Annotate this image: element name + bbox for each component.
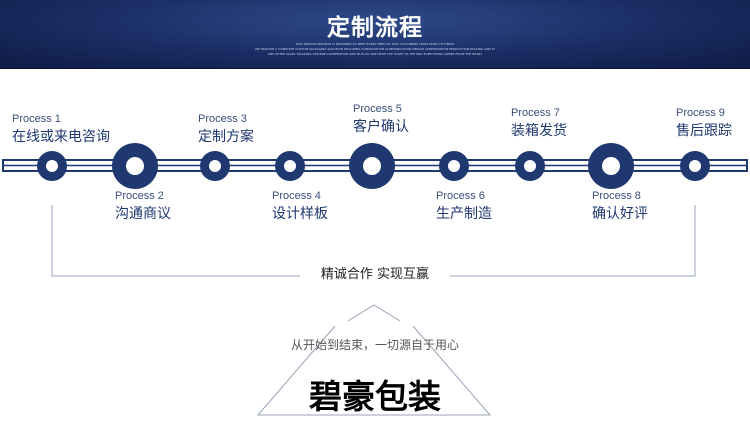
step-5-zh-label: 客户确认: [353, 119, 409, 135]
page-title: 定制流程: [327, 15, 423, 41]
step-8-en-label: Process 8: [592, 190, 641, 202]
step-node-5: [349, 143, 395, 189]
header-subtitle-line-2: WE PROVIDE A COMPLETE CUSTOM PACKAGING S…: [255, 47, 495, 51]
step-5-en-label: Process 5: [353, 103, 402, 115]
step-6-en-label: Process 6: [436, 190, 485, 202]
step-node-8: [588, 143, 634, 189]
tagline: 从开始到结束，一切源自于用心: [290, 338, 459, 352]
step-2-zh-label: 沟通商议: [115, 206, 171, 222]
step-1-en-label: Process 1: [12, 113, 61, 125]
step-node-7: [515, 151, 545, 181]
step-3-en-label: Process 3: [198, 113, 247, 125]
header-subtitle-line-1: OUR SERVICE PROCESS IS DESIGNED TO MEET …: [295, 42, 455, 46]
step-node-9: [680, 151, 710, 181]
brand-logo-text: 碧豪包装: [309, 377, 441, 416]
step-3-zh-label: 定制方案: [198, 129, 254, 145]
step-1-zh-label: 在线或来电咨询: [12, 129, 110, 145]
step-9-en-label: Process 9: [676, 107, 725, 119]
step-node-4: [275, 151, 305, 181]
brand-triangle-sides: [256, 325, 492, 416]
slogan-bracket-left: [51, 205, 300, 277]
step-7-zh-label: 装箱发货: [511, 123, 567, 139]
step-8-zh-label: 确认好评: [592, 206, 648, 222]
step-node-6: [439, 151, 469, 181]
step-6-zh-label: 生产制造: [436, 206, 492, 222]
step-4-zh-label: 设计样板: [272, 206, 328, 222]
page-header: 定制流程 OUR SERVICE PROCESS IS DESIGNED TO …: [0, 0, 750, 69]
step-node-1: [37, 151, 67, 181]
step-node-2: [112, 143, 158, 189]
step-7-en-label: Process 7: [511, 107, 560, 119]
header-subtitle-line-3: AND AFTER SALES TRACKING SINCERE COOPERA…: [267, 52, 483, 56]
step-2-en-label: Process 2: [115, 190, 164, 202]
slogan-text: 精诚合作 实现互赢: [312, 267, 438, 282]
slogan: 精诚合作 实现互赢: [0, 263, 750, 282]
step-9-zh-label: 售后跟踪: [676, 123, 732, 139]
slogan-bracket-right: [450, 205, 696, 277]
step-4-en-label: Process 4: [272, 190, 321, 202]
brand-triangle-apex: [347, 304, 401, 322]
step-node-3: [200, 151, 230, 181]
brand-logo: 碧豪包装: [309, 377, 441, 416]
